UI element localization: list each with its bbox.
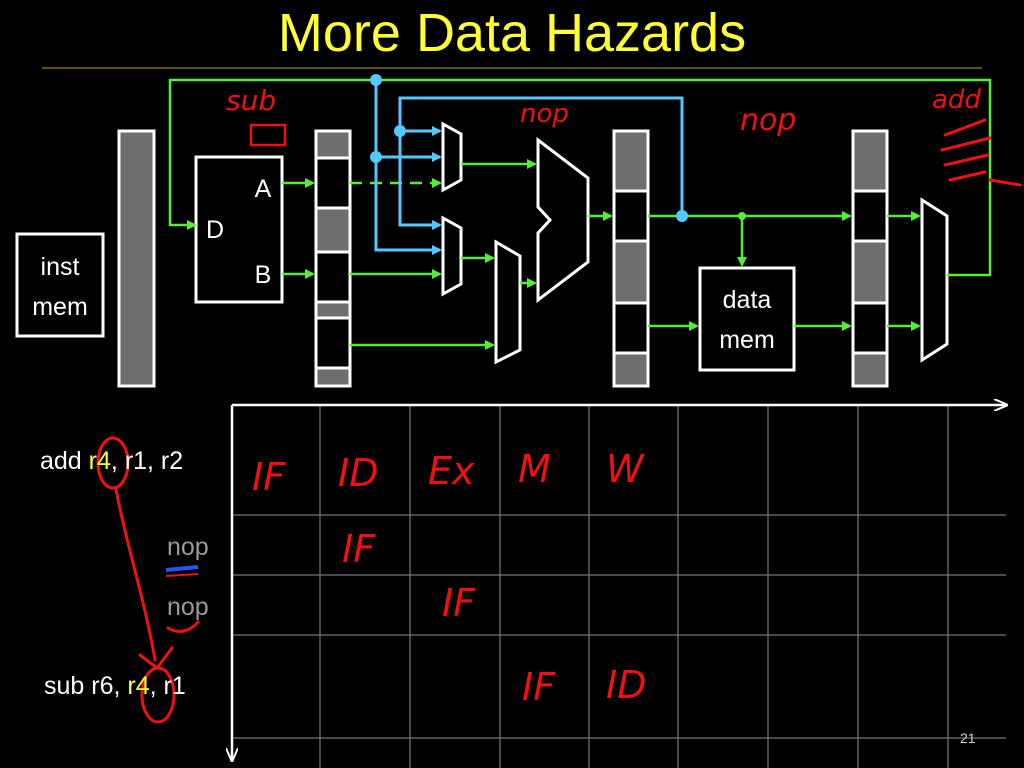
instruction-sub-src: r4: [127, 672, 150, 700]
row1-if: IF: [252, 455, 286, 499]
inst-mem-label-2: mem: [32, 293, 88, 321]
stage-annotations: IF ID Ex M W IF IF IF ID: [252, 447, 646, 709]
nop-underline-red: [165, 573, 199, 577]
mem-wb-register: [851, 129, 889, 388]
page-number: 21: [960, 730, 976, 746]
slide-title: More Data Hazards: [277, 3, 747, 63]
instruction-sub-dest: r6: [91, 672, 114, 700]
junction-dot: [738, 212, 746, 220]
instruction-sub-rest: r1: [163, 672, 186, 700]
timing-grid: [232, 405, 1006, 768]
row4-if: IF: [522, 665, 556, 709]
annotation-sub: sub: [226, 84, 276, 117]
instruction-sub-op: sub: [44, 672, 85, 700]
inst-mem-label-1: inst: [41, 253, 80, 281]
reg-file-a-label: A: [255, 175, 272, 203]
reg-file-b-label: B: [255, 261, 272, 289]
register-file-box: [194, 155, 284, 304]
reg-file-d-label: D: [206, 216, 224, 244]
writeback-mux: [920, 197, 949, 363]
inst-mem-box: [15, 232, 105, 338]
data-mem-label-1: data: [723, 286, 772, 314]
if-id-register: [117, 129, 156, 388]
forwarding-paths: [374, 80, 684, 255]
row1-m: M: [518, 447, 551, 491]
hazard-scribble: [940, 118, 1022, 187]
data-mem-label-2: mem: [719, 326, 775, 354]
immediate-mux: [494, 239, 522, 365]
annotation-add: add: [932, 85, 981, 115]
annotation-nop-2: nop: [740, 103, 796, 138]
row1-w: W: [606, 447, 645, 491]
id-ex-register: [314, 129, 352, 388]
forward-mux-a: [441, 121, 463, 193]
row4-id: ID: [606, 663, 646, 707]
nop-underline: [165, 565, 199, 572]
datapath-wires: [168, 78, 992, 350]
alu: [536, 136, 590, 304]
instruction-add-srcs: r1, r2: [124, 447, 184, 475]
instruction-add: add r4, r1, r2: [40, 447, 184, 475]
instruction-nop-1: nop: [167, 533, 209, 561]
title-divider: [42, 67, 982, 69]
forward-mux-b: [441, 215, 463, 297]
instruction-sub: sub r6, r4, r1: [44, 672, 186, 700]
instruction-add-dest: r4: [88, 447, 111, 475]
row2-if: IF: [342, 527, 376, 571]
instruction-add-op: add: [40, 447, 82, 475]
ex-mem-register: [612, 129, 650, 388]
forwarding-dots: [370, 74, 688, 222]
row1-ex: Ex: [428, 449, 475, 493]
annotation-nop-1: nop: [520, 99, 569, 129]
data-mem-box: [698, 266, 796, 372]
row1-id: ID: [338, 451, 378, 495]
instruction-nop-2: nop: [167, 593, 209, 621]
dependency-marks: [96, 436, 200, 724]
row3-if: IF: [442, 581, 476, 625]
pipeline-annotations: sub nop nop add: [226, 84, 981, 147]
